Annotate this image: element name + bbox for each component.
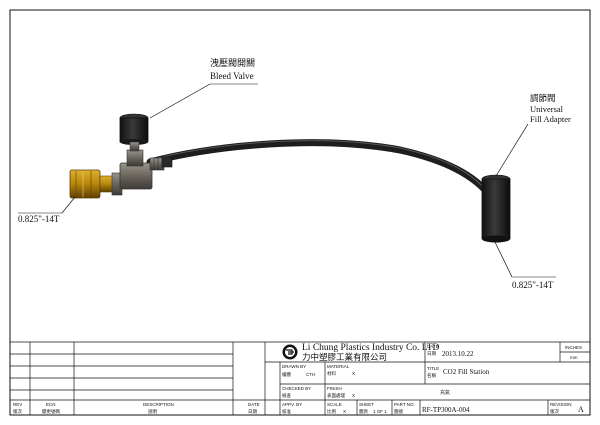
- title-label: TITLE: [427, 366, 439, 371]
- description-col-label: DESCRIPTION: [143, 402, 174, 407]
- bleed-valve-label-zh: 洩壓閥開關: [210, 57, 255, 68]
- adapter-label-zh: 調節閥: [530, 93, 556, 103]
- sheet-label: SHEET: [359, 402, 374, 407]
- date-col-label: DATE: [248, 402, 260, 407]
- approved-label: APPV. BY: [282, 402, 302, 407]
- tee-valve-body: [119, 149, 173, 190]
- leader-bleed-valve: [149, 83, 211, 119]
- rev-col-label-zh: 版次: [13, 408, 22, 415]
- fill-adapter: [481, 174, 511, 243]
- title-block-grid: [10, 341, 590, 415]
- drawn-by-value: CTH: [306, 372, 315, 377]
- revision-label-zh: 版次: [550, 408, 559, 415]
- drawn-by-label-zh: 繪圖: [282, 371, 291, 378]
- date-label: DATE: [427, 344, 439, 349]
- part-no-label-zh: 圖號: [394, 408, 403, 415]
- units-value: mm: [570, 355, 578, 360]
- leader-thread-right: [493, 239, 513, 278]
- assembly-drawing: [18, 83, 556, 278]
- title-value-zh: 充氣: [440, 389, 450, 396]
- date-value: 2013.10.22: [442, 350, 474, 358]
- bleed-valve-label: Bleed Valve: [210, 71, 254, 81]
- material-label: MATERIAL: [327, 364, 350, 369]
- description-col-label-zh: 說明: [148, 408, 157, 415]
- material-label-zh: 材料: [327, 370, 336, 377]
- scale-label: SCALE: [327, 402, 342, 407]
- title-value: CO2 Fill Station: [443, 368, 490, 376]
- brass-fitting: [69, 169, 123, 199]
- adapter-label-line2: Fill Adapter: [530, 114, 571, 124]
- sheet-border: [9, 9, 591, 416]
- finish-label: FINISH: [327, 386, 342, 391]
- company-name: Li Chung Plastics Industry Co. LTD: [302, 343, 440, 353]
- company-name-zh: 力中塑膠工業有限公司: [302, 352, 387, 362]
- leader-adapter: [495, 123, 529, 177]
- scale-value: X: [343, 409, 346, 414]
- scale-label-zh: 比例: [327, 408, 336, 415]
- thread-spec-right: 0.825"-14T: [512, 280, 554, 290]
- finish-label-zh: 表面處理: [327, 392, 345, 399]
- part-no-value: RF-TP300A-004: [422, 406, 470, 414]
- adapter-label-line1: Universal: [530, 104, 564, 114]
- title-label-zh: 名稱: [427, 372, 436, 379]
- revision-label: REVISION: [550, 402, 572, 407]
- part-no-label: PART NO.: [394, 402, 415, 407]
- approved-label-zh: 核准: [282, 408, 291, 415]
- date-label-zh: 日期: [427, 351, 436, 357]
- drawn-by-label: DRAWN BY: [282, 364, 306, 369]
- checked-by-label-zh: 檢查: [282, 392, 291, 399]
- units-label: INCHES: [565, 345, 582, 350]
- thread-spec-left: 0.825"-14T: [18, 214, 60, 224]
- revision-value: A: [578, 405, 584, 414]
- bleed-valve-knob: [119, 113, 149, 152]
- leader-thread-left: [61, 196, 76, 214]
- finish-value: X: [352, 393, 355, 398]
- material-value: X: [352, 371, 355, 376]
- checked-by-label: CHECKED BY: [282, 386, 311, 391]
- ecn-col-label-zh: 變更號碼: [42, 408, 60, 415]
- rev-col-label: REV: [13, 402, 22, 407]
- sheet-value: 1 OF 1: [373, 409, 387, 414]
- ecn-col-label: ECN: [46, 402, 56, 407]
- hose: [146, 139, 496, 202]
- sheet-label-zh: 圖頁: [359, 409, 368, 415]
- date-col-label-zh: 日期: [248, 409, 257, 415]
- company-logo: [282, 344, 298, 360]
